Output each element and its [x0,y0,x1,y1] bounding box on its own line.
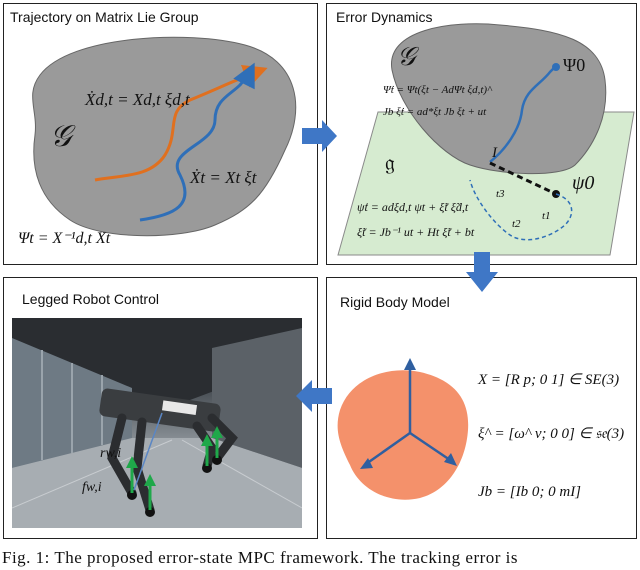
trajectory-panel-title: Trajectory on Matrix Lie Group [10,9,199,25]
legged-panel-title: Legged Robot Control [22,291,159,307]
tangent-dashed-line [489,161,557,196]
group-symbol-1: 𝒢 [50,120,72,153]
eq-se3: X = [R p; 0 1] ∈ SE(3) [478,372,620,388]
eq-algebra-error-1: ψ̇t = adξd,t ψt + ξ̃t ξ̃d,t [357,200,469,214]
error-panel-title: Error Dynamics [336,9,433,25]
r-vector-label: rw,i [100,446,122,461]
psi0-plane-label: ψ0 [572,172,595,194]
group-symbol-2: 𝒢 [397,42,416,71]
eq-inertia: Jb = [Ib 0; 0 mI] [478,484,582,500]
desired-trajectory [94,65,268,182]
rigid-panel-title: Rigid Body Model [340,294,450,310]
psi0-top-label: Ψ0 [563,55,586,75]
eq-twist: ξ^ = [ω^ v; 0 0] ∈ 𝔰𝔢(3) [478,426,625,442]
algebra-symbol: 𝔤 [385,150,395,175]
body-frame-axes [360,358,457,469]
t1-label: t1 [542,210,551,222]
rigid-body-shape [337,370,469,500]
error-group-blob [391,23,607,175]
error-trajectory [489,66,556,163]
eq-group-error-1: Ψ̇t = Ψt(ξt − AdΨt ξd,t)^ [383,84,492,96]
arrow-traj-to-error [302,120,337,152]
eq-group-error-2: Jb ξ̇t = ad*ξt Jb ξt + ut [383,106,487,118]
robot-photo [12,318,302,528]
actual-trajectory [139,62,255,222]
robot-photo-drawing [12,318,302,528]
f-vector-label: fw,i [82,480,102,495]
eq-actual-dynamics: Ẋt = Xt ξt [190,168,257,187]
t3-label: t3 [496,188,505,200]
identity-label: I [492,145,497,161]
arrow-error-to-rigid [466,252,498,292]
algebra-dashed-curve [469,179,573,241]
t2-label: t2 [512,218,521,230]
figure-caption: Fig. 1: The proposed error-state MPC fra… [2,548,519,567]
lie-group-blob [32,36,297,237]
eq-desired-dynamics: Ẋd,t = Xd,t ξd,t [85,90,190,109]
eq-tracking-error: Ψt = X⁻¹d,t Xt [18,230,111,247]
eq-algebra-error-2: ξ̃t = Jb⁻¹ ut + Ht ξ̃t + bt [357,225,475,239]
arrow-rigid-to-legged [296,380,332,412]
